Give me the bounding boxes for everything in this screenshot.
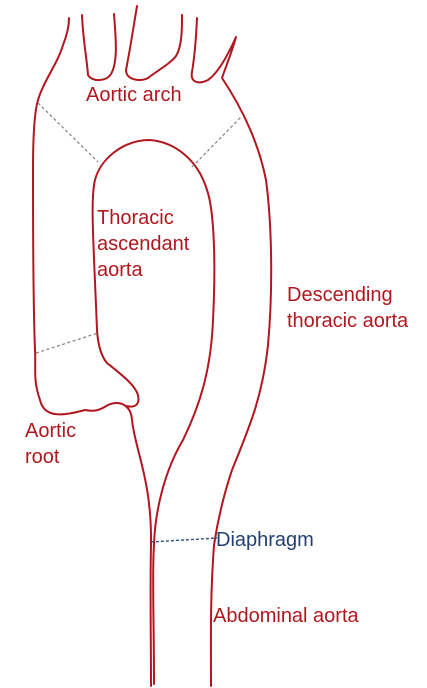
label-descending-thoracic-aorta: Descending thoracic aorta bbox=[287, 282, 408, 334]
label-abdominal-aorta: Abdominal aorta bbox=[213, 603, 359, 629]
root-boundary bbox=[36, 333, 98, 353]
branch-2-wall bbox=[126, 6, 182, 80]
arch-left-boundary bbox=[38, 103, 98, 162]
arch-right-boundary bbox=[192, 116, 242, 167]
aorta-outer-wall bbox=[33, 18, 151, 686]
label-aortic-root: Aortic root bbox=[25, 418, 76, 470]
label-diaphragm: Diaphragm bbox=[216, 527, 314, 553]
diaphragm-line bbox=[151, 538, 217, 542]
label-aortic-arch: Aortic arch bbox=[86, 82, 182, 108]
branch-3-and-descending-wall bbox=[192, 18, 272, 686]
branch-1-wall bbox=[82, 14, 116, 80]
label-thoracic-ascendant-aorta: Thoracic ascendant aorta bbox=[97, 205, 189, 283]
